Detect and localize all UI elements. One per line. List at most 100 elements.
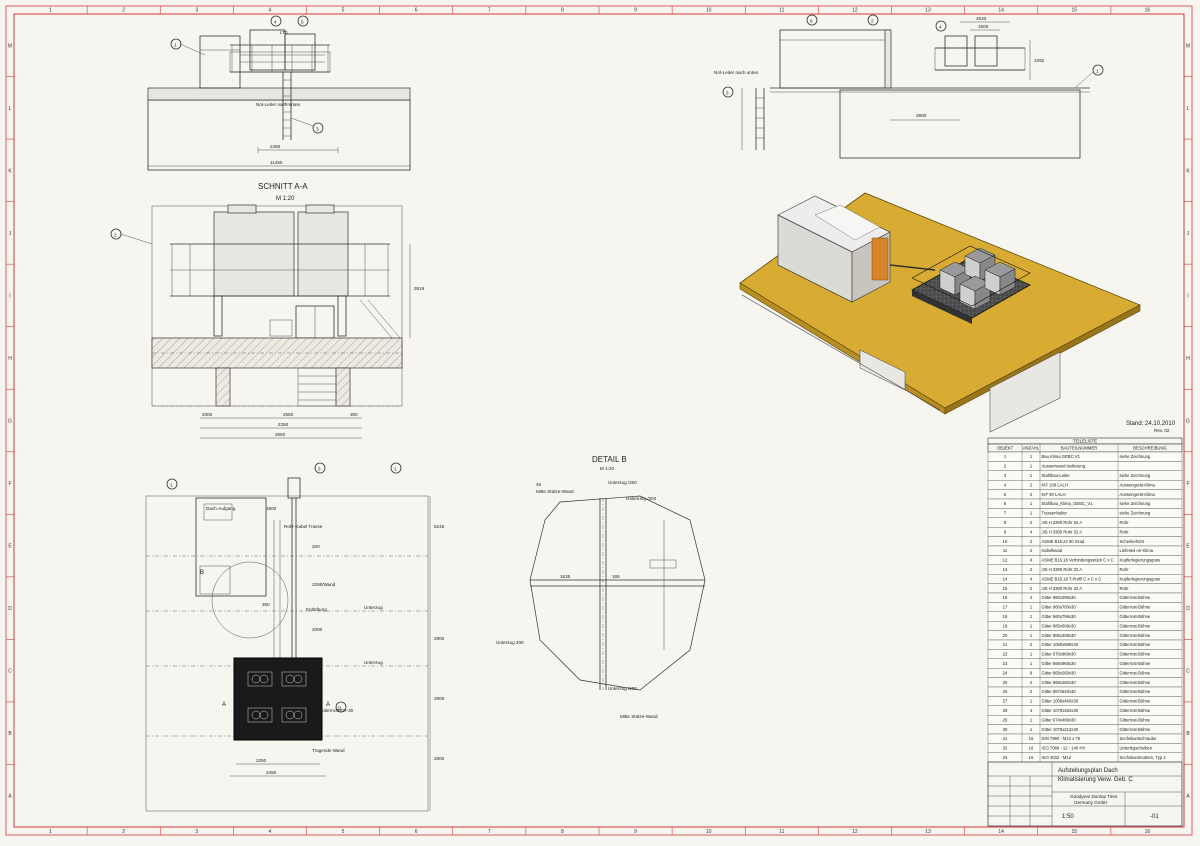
border-row-I: I <box>9 293 10 299</box>
table-cell: 25 <box>1003 680 1008 685</box>
plan-section-b: B <box>200 570 204 576</box>
table-cell: 33 <box>1003 755 1008 760</box>
table-cell: siehe Zeichnung <box>1120 454 1151 459</box>
border-row-J: J <box>9 231 12 237</box>
plan-callout-1: 1 <box>170 483 173 488</box>
tr-callout-2: 2 <box>871 19 874 24</box>
border-row-K: K <box>1186 168 1190 174</box>
table-cell: 2 <box>1030 689 1033 694</box>
border-col-3: 3 <box>195 829 198 835</box>
table-cell: 2 <box>1030 680 1033 685</box>
table-cell: Rohr <box>1120 567 1130 572</box>
isometric-view <box>739 192 1141 433</box>
border-col-9: 9 <box>634 829 637 835</box>
section-aa: SCHNITT A-A M 1:20 <box>110 182 425 439</box>
table-cell: Gitterrost-Bühne <box>1120 595 1151 600</box>
table-cell: Gitter 1070x462x30 <box>1042 708 1079 713</box>
table-cell: Gitter 868x968x30 <box>1042 661 1077 666</box>
table-cell: DIN 7990 - M12 x 75 <box>1042 736 1081 741</box>
table-cell: KIF 90 LALH <box>1042 492 1066 497</box>
table-cell: 10 <box>1003 539 1008 544</box>
table-cell: Gitterrost-Bühne <box>1120 699 1151 704</box>
plan-view: Dach-Aufgang B Rohr-Kabel Trasse 2295/Wa… <box>145 462 445 812</box>
tr-dim-2800: 2800 <box>916 113 927 118</box>
border-col-11: 11 <box>779 8 784 14</box>
table-cell: ASME B16.18 Verbindungsstück C x C <box>1042 558 1114 563</box>
border-col-5: 5 <box>342 8 345 14</box>
dim-2250: 2250 <box>278 422 289 427</box>
table-cell: Gitterrost-Bühne <box>1120 642 1151 647</box>
callout-4: 4 <box>274 20 277 25</box>
border-col-12: 12 <box>852 8 858 14</box>
border-col-7: 7 <box>488 8 491 14</box>
border-row-D: D <box>1186 606 1190 612</box>
border-row-J: J <box>1187 231 1190 237</box>
table-cell: Aussengerät-Klima <box>1120 492 1156 497</box>
stand-date: Stand: 24.10.2010 <box>1126 421 1176 427</box>
table-cell: 1 <box>1030 511 1033 516</box>
table-cell: 1 <box>1030 614 1033 619</box>
table-cell: 2 <box>1030 586 1033 591</box>
table-cell: siehe Zeichnung <box>1120 511 1151 516</box>
parts-header-0: OBJEKT <box>997 446 1014 451</box>
detail-b-45: 45 <box>536 482 542 487</box>
plan-section-a-left: A <box>222 702 226 708</box>
tr-callout-1: 1 <box>1096 69 1099 74</box>
table-cell: 2 <box>1030 567 1033 572</box>
border-row-H: H <box>8 356 12 362</box>
table-cell: Gitter 885x608x30 <box>1042 623 1077 628</box>
detail-b-title: DETAIL B <box>592 455 627 464</box>
border-row-M: M <box>1186 43 1190 49</box>
plan-entluftung: Entlüftung <box>306 607 327 612</box>
table-cell: ASME B16.18 T-Profil C x C x C <box>1042 576 1102 581</box>
table-cell: 6 <box>1004 501 1007 506</box>
border-col-9: 9 <box>634 8 637 14</box>
border-row-E: E <box>1186 544 1190 550</box>
dim-300: 300 <box>350 412 358 417</box>
border-col-4: 4 <box>269 829 272 835</box>
detail-b-unterzug-left: Unterzug 200 <box>496 640 524 645</box>
detail-b-165: 165 <box>612 574 620 579</box>
table-cell: 8 <box>1004 520 1007 525</box>
border-row-D: D <box>8 606 12 612</box>
plan-section-a-right: A <box>326 702 330 708</box>
title-line2: Klimatisierung Verw. Geb. C <box>1058 777 1133 783</box>
table-cell: 1 <box>1004 454 1007 459</box>
table-cell: Gitterrost-Bühne <box>1120 727 1151 732</box>
table-cell: 18 <box>1003 614 1008 619</box>
dim-200: 2000 <box>202 412 213 417</box>
table-cell: Aussengerät-Klima <box>1120 482 1156 487</box>
border-row-F: F <box>1186 481 1189 487</box>
table-cell: Gitter 960x298x30 <box>1042 595 1077 600</box>
table-cell: 1 <box>1030 501 1033 506</box>
table-cell: 28 <box>1003 708 1008 713</box>
detail-b-isolierung: Isolierung /200 <box>626 496 657 501</box>
table-cell: 1 <box>1030 717 1033 722</box>
callout-3: 3 <box>316 127 319 132</box>
tr-dim-2292: 2292 <box>1034 58 1045 63</box>
table-cell: ASME B16.22 90 Grad <box>1042 539 1085 544</box>
table-cell: 3 <box>1004 473 1007 478</box>
border-row-M: M <box>8 43 12 49</box>
table-cell: Trassenhalter <box>1042 511 1068 516</box>
table-cell: JIS H 3300 Rohr 32 A <box>1042 520 1083 525</box>
parts-table-caption: TEILELISTE <box>1073 439 1097 444</box>
parts-header-3: BESCHREIBUNG <box>1133 446 1167 451</box>
border-row-G: G <box>1186 419 1190 425</box>
table-cell: siehe Zeichnung <box>1120 501 1151 506</box>
table-cell: Rohr <box>1120 586 1130 591</box>
